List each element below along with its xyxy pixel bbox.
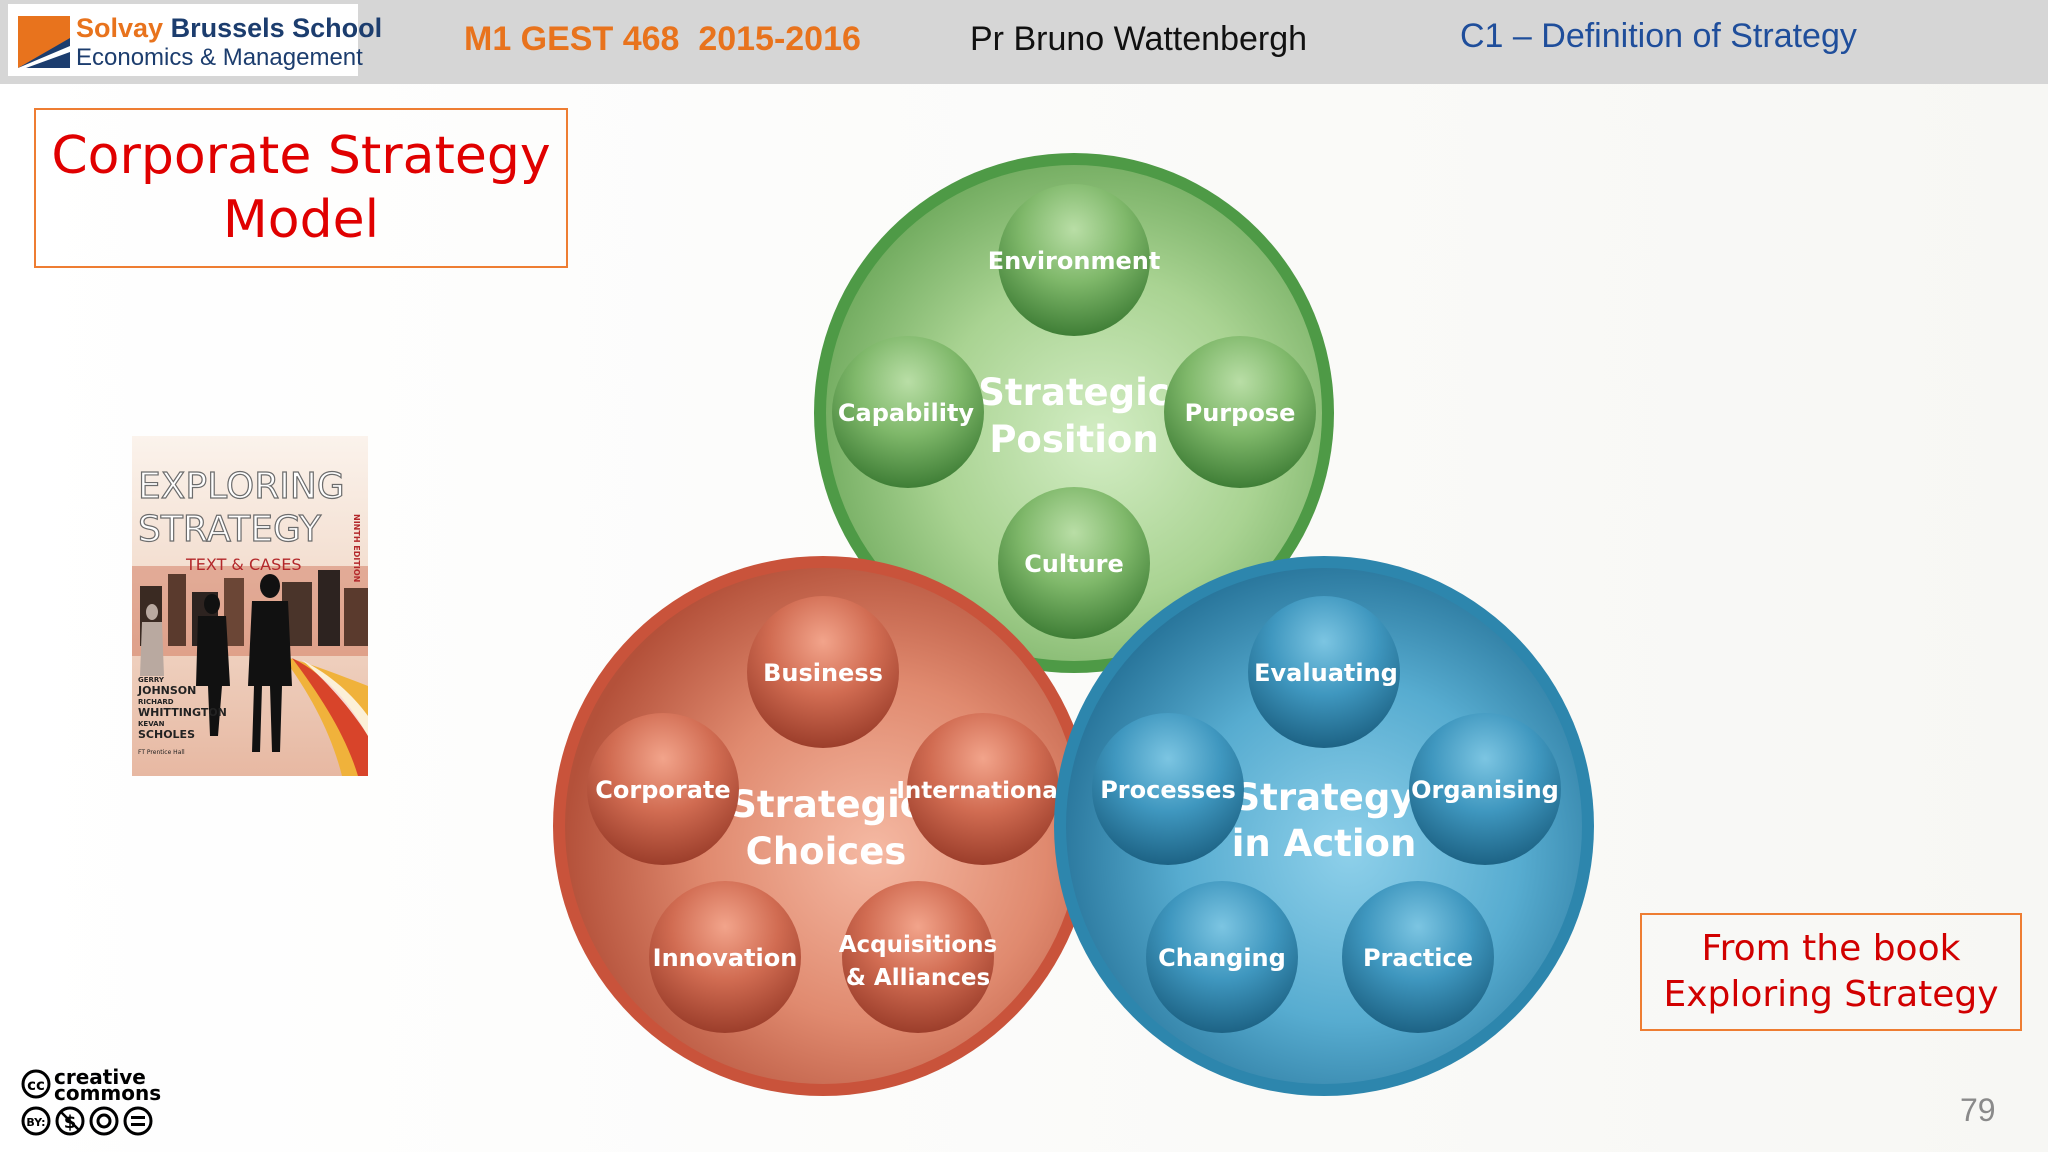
- strategic-choices-title-line1: Strategic: [730, 783, 921, 826]
- svg-text:Purpose: Purpose: [1185, 399, 1296, 427]
- strategic-position-group: Strategic Position Environment Capabilit…: [814, 153, 1334, 673]
- book-author3-last: SCHOLES: [138, 728, 195, 741]
- strategic-position-circle: [826, 165, 1322, 661]
- professor-name: Pr Bruno Wattenbergh: [970, 20, 1308, 58]
- book-title-line2: STRATEGY: [138, 509, 322, 550]
- svg-text:Organising: Organising: [1411, 776, 1559, 804]
- svg-text:Environment: Environment: [988, 247, 1161, 275]
- svg-text:cc: cc: [27, 1076, 45, 1094]
- strategy-in-action-title-line1: Strategy: [1234, 776, 1415, 819]
- strategic-choices-title-line2: Choices: [746, 830, 907, 873]
- slide-title: Corporate Strategy Model: [34, 108, 568, 268]
- svg-text:International: International: [896, 778, 1065, 804]
- cc-icon: cc: [21, 1069, 51, 1099]
- source-note-line2: Exploring Strategy: [1663, 974, 1999, 1015]
- solvay-logo: Solvay Brussels School Economics & Manag…: [8, 4, 382, 76]
- node-environment: Environment: [988, 184, 1161, 336]
- cc-share-alike-icon: [89, 1106, 119, 1136]
- cc-text-line1: creative: [54, 1066, 146, 1089]
- cc-no-derivatives-icon: [123, 1106, 153, 1136]
- course-code: M1 GEST 468 2015-2016: [464, 20, 861, 58]
- svg-text:Corporate: Corporate: [595, 776, 730, 804]
- source-note-line1: From the book: [1701, 928, 1961, 969]
- book-author3-first: KEVAN: [138, 720, 165, 728]
- node-capability: Capability: [832, 336, 984, 488]
- source-note: From the book Exploring Strategy: [1640, 913, 2022, 1031]
- logo-school-name: Solvay Brussels School: [76, 13, 383, 43]
- svg-text:Capability: Capability: [838, 399, 975, 427]
- svg-text:& Alliances: & Alliances: [846, 965, 990, 991]
- book-author1-last: JOHNSON: [137, 684, 196, 697]
- strategy-in-action-title-line2: in Action: [1232, 822, 1417, 865]
- book-edition: NINTH EDITION: [352, 514, 361, 582]
- svg-text:Innovation: Innovation: [653, 944, 798, 972]
- strategic-position-title-line2: Position: [989, 418, 1158, 461]
- svg-text:BY:: BY:: [26, 1116, 45, 1129]
- svg-text:Changing: Changing: [1158, 944, 1286, 972]
- cc-by-icon: BY:: [21, 1106, 51, 1136]
- node-organising: Organising: [1409, 713, 1561, 865]
- node-corporate: Corporate: [587, 713, 739, 865]
- solvay-logo-mark-icon: [18, 16, 70, 68]
- book-publisher: FT Prentice Hall: [138, 749, 185, 756]
- book-author2-last: WHITTINGTON: [138, 706, 227, 719]
- node-evaluating: Evaluating: [1248, 596, 1400, 748]
- node-business: Business: [747, 596, 899, 748]
- node-practice: Practice: [1342, 881, 1494, 1033]
- book-subtitle: TEXT & CASES: [185, 555, 302, 574]
- svg-text:Processes: Processes: [1100, 776, 1236, 804]
- strategy-in-action-group: Strategy in Action Evaluating Processes …: [1054, 556, 1594, 1096]
- strategic-position-title-line1: Strategic: [978, 371, 1169, 414]
- node-changing: Changing: [1146, 881, 1298, 1033]
- svg-text:Evaluating: Evaluating: [1254, 659, 1398, 687]
- node-international: International: [896, 713, 1066, 865]
- cc-noncommercial-icon: $: [55, 1106, 85, 1136]
- svg-text:Culture: Culture: [1024, 550, 1124, 578]
- slide-header: Solvay Brussels School Economics & Manag…: [0, 0, 2048, 84]
- node-innovation: Innovation: [649, 881, 801, 1033]
- creative-commons-badge: cc creative commons BY: $: [21, 1066, 161, 1136]
- node-purpose: Purpose: [1164, 336, 1316, 488]
- svg-text:Practice: Practice: [1363, 944, 1473, 972]
- svg-text:Business: Business: [763, 659, 883, 687]
- logo-subline: Economics & Management: [76, 44, 363, 71]
- slide-title-line2: Model: [222, 190, 380, 250]
- book-cover-image: EXPLORING STRATEGY TEXT & CASES NINTH ED…: [132, 436, 368, 776]
- node-acquisitions-alliances: Acquisitions & Alliances: [839, 881, 997, 1033]
- cc-text-line2: commons: [54, 1081, 161, 1105]
- svg-text:Acquisitions: Acquisitions: [839, 932, 997, 958]
- book-title-line1: EXPLORING: [138, 466, 345, 507]
- slide-title-line1: Corporate Strategy: [51, 126, 551, 186]
- node-culture: Culture: [998, 487, 1150, 639]
- node-processes: Processes: [1092, 713, 1244, 865]
- chapter-title: C1 – Definition of Strategy: [1460, 17, 1857, 55]
- book-author1-first: GERRY: [138, 676, 165, 684]
- book-author2-first: RICHARD: [138, 698, 174, 706]
- page-number: 79: [1960, 1092, 1996, 1128]
- strategic-choices-group: Strategic Choices Business Corporate Int…: [553, 556, 1093, 1096]
